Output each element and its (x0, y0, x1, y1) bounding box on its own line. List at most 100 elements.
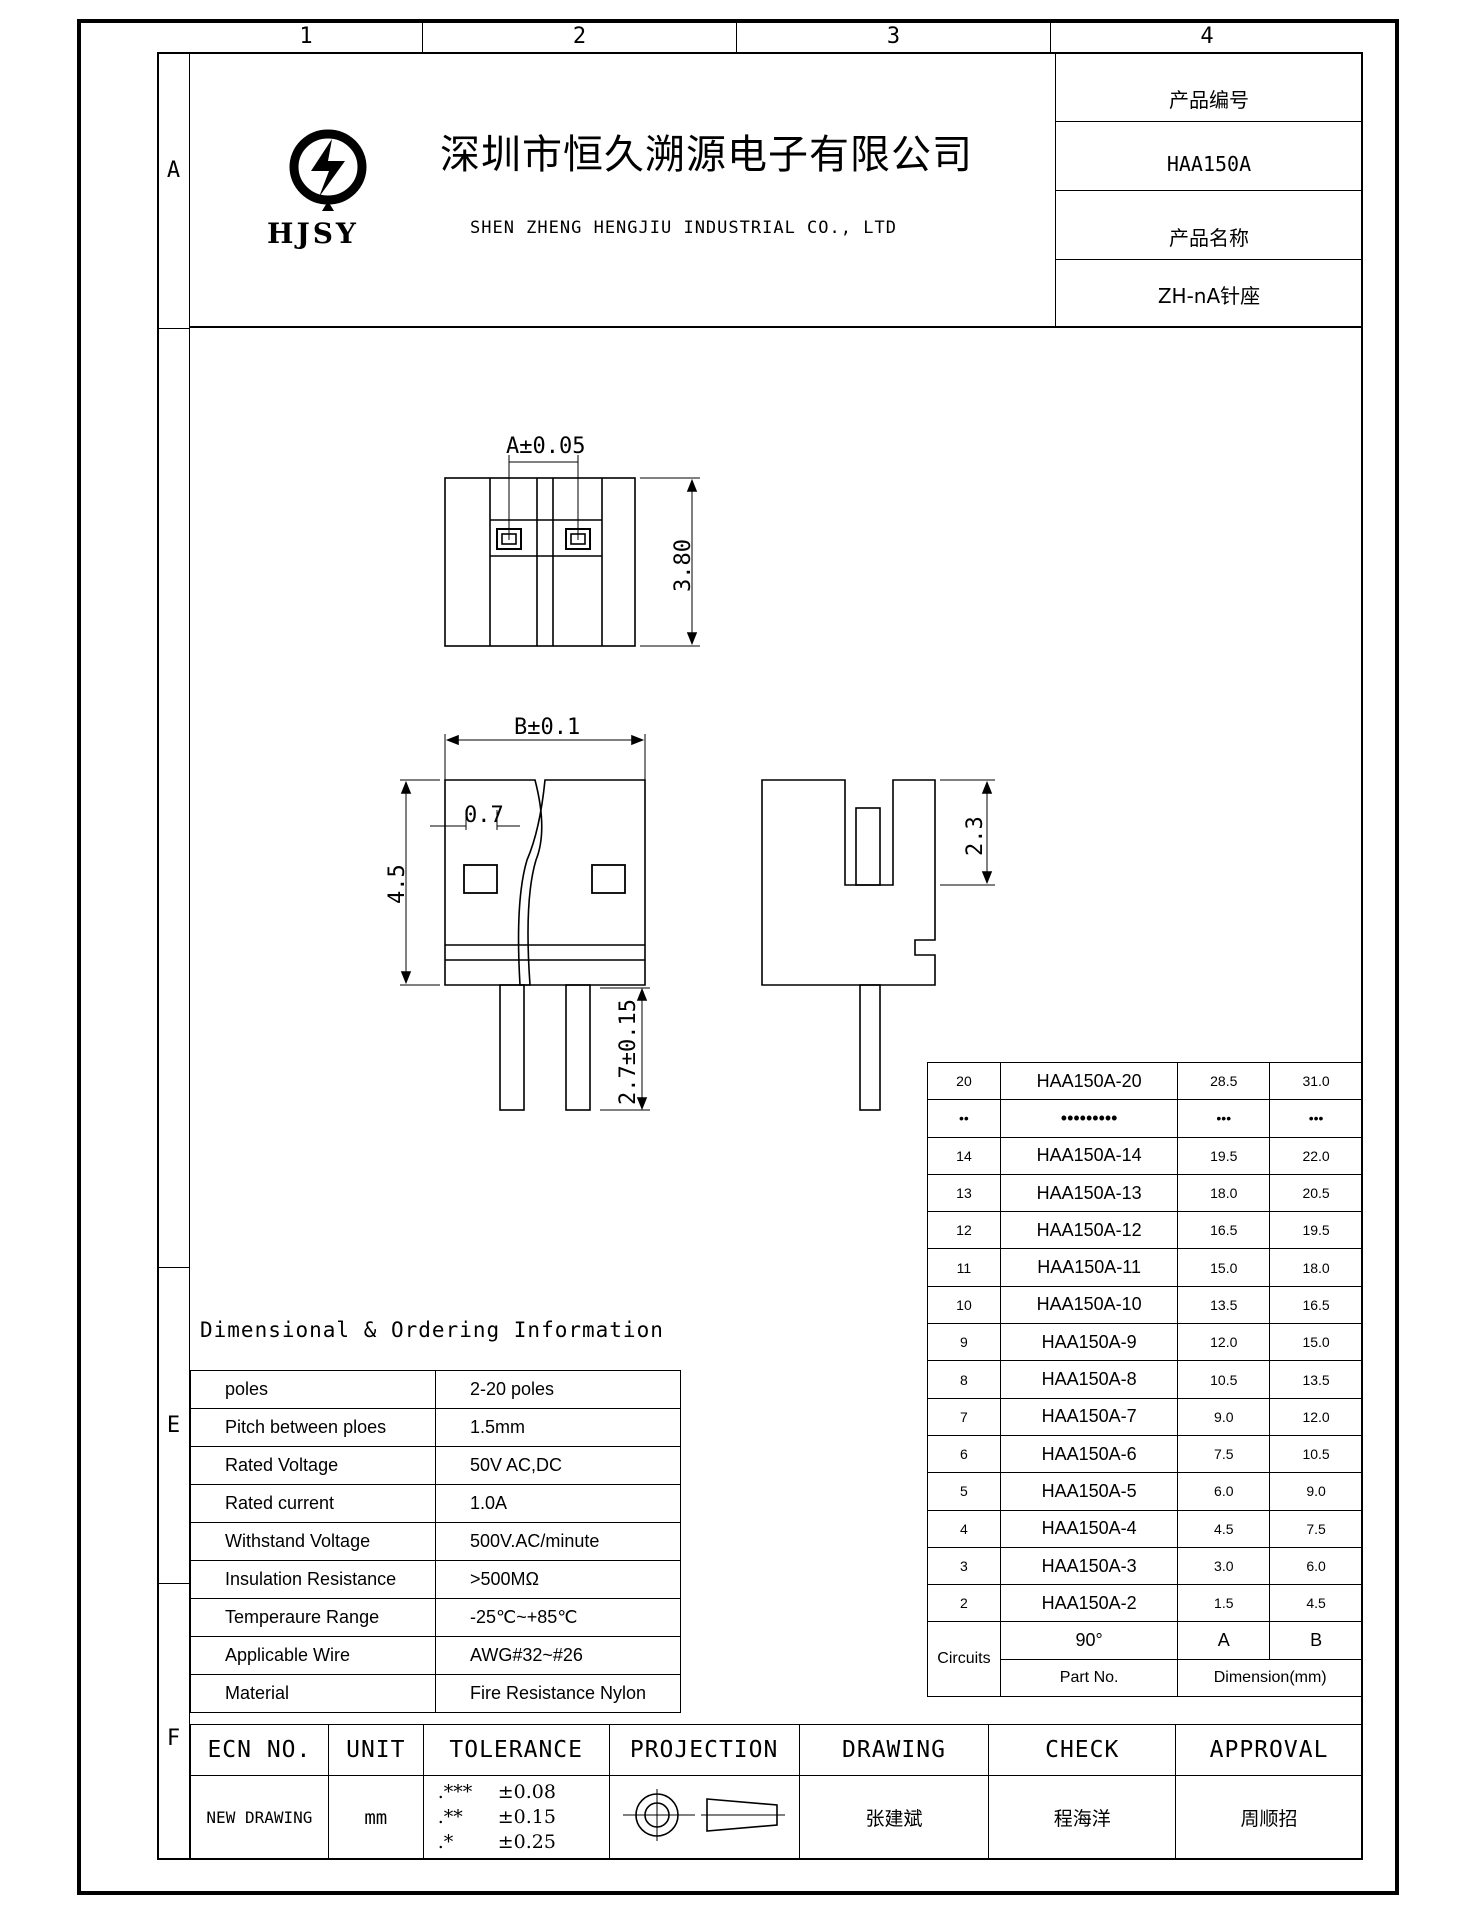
part-number-cell: HAA150A-4 (999, 1509, 1179, 1548)
dim-b-cell: 7.5 (1269, 1509, 1363, 1548)
zone-col-3: 3 (737, 19, 1051, 52)
projection-symbol-cell (608, 1775, 800, 1860)
part-number-cell: HAA150A-6 (999, 1434, 1179, 1474)
technical-drawing: A±0.05 3.80 B±0.1 0.7 4.5 2.7±0.15 2.3 (385, 434, 995, 1111)
tolerance-values: .***±0.08 .**±0.15 .*±0.25 (422, 1775, 610, 1860)
spec-label: Rated current (190, 1484, 436, 1523)
unit-value: mm (327, 1775, 424, 1860)
part-number-cell: HAA150A-13 (999, 1173, 1179, 1213)
circuits-cell: 6 (927, 1434, 1001, 1474)
dim-pin-length: 2.7±0.15 (616, 999, 641, 1105)
spec-value: 1.5mm (435, 1408, 681, 1447)
dim-b-cell: 15.0 (1269, 1323, 1363, 1362)
spec-label: Withstand Voltage (190, 1522, 436, 1561)
spec-value: AWG#32~#26 (435, 1636, 681, 1675)
product-number-label: 产品编号 (1169, 88, 1249, 112)
spec-label: poles (190, 1370, 436, 1409)
spec-value: Fire Resistance Nylon (435, 1674, 681, 1713)
spec-value: 2-20 poles (435, 1370, 681, 1409)
spec-value: -25℃~+85℃ (435, 1598, 681, 1637)
circuits-cell: 13 (927, 1173, 1001, 1213)
spec-value: 500V.AC/minute (435, 1522, 681, 1561)
circuits-cell: 8 (927, 1360, 1001, 1399)
dim-b-cell: 13.5 (1269, 1360, 1363, 1399)
zone-row-e: E (166, 1413, 181, 1438)
circuits-cell: 10 (927, 1285, 1001, 1325)
spec-row: Temperaure Range-25℃~+85℃ (190, 1598, 681, 1637)
title-block-rule (1055, 259, 1363, 260)
title-block (190, 52, 1363, 328)
circuits-cell: 3 (927, 1546, 1001, 1586)
part-number-cell: HAA150A-12 (999, 1211, 1179, 1250)
dim-b-cell: 6.0 (1269, 1546, 1363, 1586)
title-block-rule (1055, 121, 1363, 122)
dim-a-cell: 12.0 (1177, 1323, 1271, 1362)
header-b: B (1269, 1621, 1363, 1660)
part-number-cell: HAA150A-3 (999, 1546, 1179, 1586)
header-part-no: Part No. (999, 1658, 1179, 1698)
zone-tick (157, 1267, 190, 1268)
header-dimension: Dimension(mm) (1177, 1658, 1363, 1698)
product-number: HAA150A (1166, 152, 1252, 176)
dim-a-cell: 4.5 (1177, 1509, 1271, 1548)
ecn-value: NEW DRAWING (190, 1775, 329, 1860)
zone-row-a: A (166, 158, 181, 183)
dim-b-cell: 4.5 (1269, 1584, 1363, 1623)
dim-a-cell: 10.5 (1177, 1360, 1271, 1399)
zone-col-4: 4 (1200, 24, 1214, 49)
drawing-value: 张建斌 (798, 1775, 990, 1860)
part-number-cell: HAA150A-5 (999, 1472, 1179, 1511)
dim-b-cell: 20.5 (1269, 1173, 1363, 1213)
tol-value-1: ±0.25 (497, 1831, 556, 1853)
product-name: ZH-nA针座 (1157, 284, 1261, 308)
top-view-outline (444, 477, 636, 647)
circuits-cell: 20 (927, 1061, 1001, 1101)
dim-a-cell: 15.0 (1177, 1248, 1271, 1287)
spec-label: Temperaure Range (190, 1598, 436, 1637)
dim-a-cell: 3.0 (1177, 1546, 1271, 1586)
part-number-cell: HAA150A-9 (999, 1323, 1179, 1362)
dim-a-cell: 13.5 (1177, 1285, 1271, 1325)
zone-col-1: 1 (190, 19, 423, 52)
header-unit: UNIT (327, 1724, 424, 1776)
ordering-header-row: Part No.Dimension(mm) (928, 1658, 1363, 1698)
circuits-cell: 11 (927, 1248, 1001, 1287)
header-tolerance: TOLERANCE (422, 1724, 610, 1776)
dim-b-cell: 22.0 (1269, 1136, 1363, 1175)
dim-pin-width: 0.7 (464, 803, 504, 828)
part-number-cell: HAA150A-2 (999, 1584, 1179, 1623)
dim-b-cell: ••• (1269, 1099, 1363, 1138)
dim-a-cell: 7.5 (1177, 1434, 1271, 1474)
dim-a-cell: 6.0 (1177, 1472, 1271, 1511)
spec-value: >500MΩ (435, 1560, 681, 1599)
zone-row-f: F (166, 1726, 181, 1751)
header-angle: 90° (999, 1621, 1179, 1660)
part-number-cell: ••••••••• (999, 1099, 1179, 1138)
product-name-label: 产品名称 (1169, 226, 1249, 250)
dim-a-cell: 16.5 (1177, 1211, 1271, 1250)
part-number-cell: HAA150A-10 (999, 1285, 1179, 1325)
part-number-cell: HAA150A-11 (999, 1248, 1179, 1287)
dim-a-cell: 9.0 (1177, 1397, 1271, 1436)
dim-a-cell: 19.5 (1177, 1136, 1271, 1175)
dim-b-cell: 31.0 (1269, 1061, 1363, 1101)
tol-digits-3: .*** (437, 1781, 473, 1803)
header-ecn: ECN NO. (190, 1724, 329, 1776)
tol-digits-1: .* (437, 1831, 454, 1853)
